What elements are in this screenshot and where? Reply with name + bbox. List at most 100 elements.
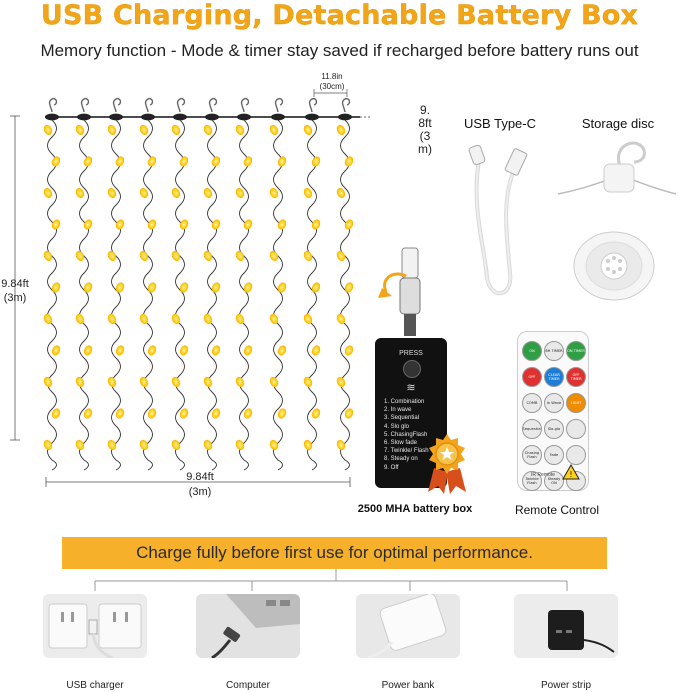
disc-hook-icon bbox=[617, 141, 646, 167]
led-bulb-icon bbox=[83, 219, 93, 230]
remote-button[interactable]: Slo-glo bbox=[544, 419, 564, 439]
led-bulb-icon bbox=[139, 250, 149, 262]
led-bulb-icon bbox=[277, 345, 287, 356]
led-bulb-icon bbox=[171, 376, 181, 388]
battery-mode-item: 2. In wave bbox=[384, 407, 412, 414]
led-bulb-icon bbox=[179, 345, 189, 356]
remote-button[interactable]: In Wave bbox=[544, 393, 564, 413]
led-bulb-icon bbox=[115, 156, 125, 167]
led-bulb-icon bbox=[311, 345, 321, 356]
led-bulb-icon bbox=[336, 250, 346, 262]
drop-cable bbox=[360, 116, 370, 118]
led-bulb-icon bbox=[269, 187, 279, 199]
led-bulb-icon bbox=[83, 345, 93, 356]
led-bulb-icon bbox=[203, 250, 213, 262]
hook-icon bbox=[208, 97, 218, 113]
led-bulb-icon bbox=[243, 282, 253, 293]
strand-wire bbox=[175, 119, 185, 471]
led-bulb-icon bbox=[211, 219, 221, 230]
led-bulb-icon bbox=[147, 408, 157, 419]
remote-button[interactable]: OFF TIMER bbox=[566, 367, 586, 387]
led-bulb-icon bbox=[139, 439, 149, 451]
led-bulb-icon bbox=[243, 156, 253, 167]
strand-clip bbox=[45, 113, 59, 121]
led-bulb-icon bbox=[269, 124, 279, 136]
led-bulb-icon bbox=[277, 408, 287, 419]
led-bulb-icon bbox=[203, 124, 213, 136]
strand-clip bbox=[141, 113, 155, 121]
remote-button[interactable]: Twinkle Flash bbox=[522, 471, 542, 491]
strand-wire bbox=[307, 119, 317, 471]
hook-icon bbox=[80, 97, 90, 113]
led-bulb-icon bbox=[139, 124, 149, 136]
led-bulb-icon bbox=[107, 439, 117, 451]
charger-label-power-strip: Power strip bbox=[540, 680, 591, 691]
remote-button[interactable]: ON bbox=[522, 341, 542, 361]
strand-wire bbox=[47, 119, 57, 471]
light-strand bbox=[43, 97, 61, 471]
light-strand bbox=[203, 97, 221, 471]
led-bulb-icon bbox=[179, 156, 189, 167]
led-bulb-icon bbox=[83, 408, 93, 419]
disc-clip bbox=[603, 163, 635, 193]
led-bulb-icon bbox=[107, 124, 117, 136]
led-bulb-icon bbox=[235, 313, 245, 325]
led-bulb-icon bbox=[75, 439, 85, 451]
wall-outlet-icon bbox=[43, 594, 147, 658]
battery-mode-item: 1. Combination bbox=[384, 399, 425, 405]
remote-button[interactable] bbox=[566, 419, 586, 439]
led-bulb-icon bbox=[336, 313, 346, 325]
remote-button[interactable]: 6H TIMER bbox=[544, 341, 564, 361]
usb-cable-illustration bbox=[468, 144, 528, 296]
led-bulb-icon bbox=[75, 376, 85, 388]
battery-mode-item: 7. Twinkle/ Flash bbox=[384, 448, 429, 455]
remote-button[interactable]: LIGHT bbox=[566, 393, 586, 413]
battery-connector bbox=[378, 247, 421, 336]
led-bulb-icon bbox=[311, 219, 321, 230]
led-bulb-icon bbox=[303, 187, 313, 199]
storage-disc-label: Storage disc bbox=[581, 116, 655, 131]
led-bulb-icon bbox=[203, 187, 213, 199]
storage-disc-illustration bbox=[557, 141, 677, 301]
led-bulb-icon bbox=[147, 219, 157, 230]
led-bulb-icon bbox=[311, 156, 321, 167]
light-strand bbox=[171, 97, 189, 471]
strand-wire bbox=[111, 119, 121, 471]
strand-wire bbox=[239, 119, 249, 471]
led-bulb-icon bbox=[344, 345, 354, 356]
led-bulb-icon bbox=[344, 219, 354, 230]
battery-power-button[interactable] bbox=[403, 360, 421, 378]
remote-button[interactable]: Steady ON bbox=[544, 471, 564, 491]
remote-button[interactable]: COMB bbox=[522, 393, 542, 413]
remote-button[interactable]: Chasing Flash bbox=[522, 445, 542, 465]
led-bulb-icon bbox=[311, 408, 321, 419]
charger-label-usb: USB charger bbox=[66, 680, 124, 691]
remote-button[interactable]: ON TIMER bbox=[566, 341, 586, 361]
battery-press-label: PRESS bbox=[399, 350, 423, 357]
led-bulb-icon bbox=[115, 345, 125, 356]
led-bulb-icon bbox=[203, 376, 213, 388]
remote-button[interactable]: CLEAR TIMER bbox=[544, 367, 564, 387]
remote-button[interactable]: Fade bbox=[544, 445, 564, 465]
led-bulb-icon bbox=[147, 156, 157, 167]
hook-icon bbox=[240, 97, 250, 113]
led-bulb-icon bbox=[179, 408, 189, 419]
led-bulb-icon bbox=[303, 313, 313, 325]
led-bulb-icon bbox=[269, 250, 279, 262]
strand-clip bbox=[271, 113, 285, 121]
light-strand bbox=[139, 97, 157, 471]
hook-icon bbox=[112, 97, 122, 113]
laptop-usb-icon bbox=[196, 594, 300, 658]
led-bulb-icon bbox=[139, 376, 149, 388]
strand-clip bbox=[205, 113, 219, 121]
remote-button[interactable] bbox=[566, 445, 586, 465]
remote-button[interactable]: Sequential bbox=[522, 419, 542, 439]
led-bulb-icon bbox=[171, 187, 181, 199]
strand-clip bbox=[77, 113, 91, 121]
cable-length-label: 9.8ft(3m) bbox=[418, 103, 432, 156]
remote-button[interactable]: OFF bbox=[522, 367, 542, 387]
banner-connector-lines bbox=[94, 569, 568, 591]
led-bulb-icon bbox=[75, 187, 85, 199]
power-bank-icon bbox=[356, 594, 460, 658]
led-bulb-icon bbox=[203, 313, 213, 325]
